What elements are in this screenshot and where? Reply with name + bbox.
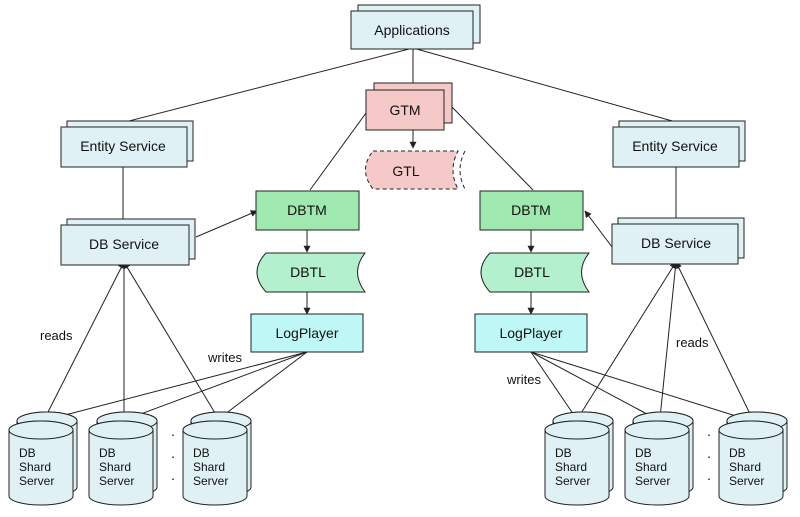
edge-read-left-3 bbox=[123, 261, 219, 419]
db-shard-servers: DBShardServerDBShardServerDBShardServerD… bbox=[8, 411, 788, 506]
dbtm-left-label: DBTM bbox=[287, 202, 327, 218]
db-shard-server-label: Server bbox=[193, 474, 228, 488]
gtl-label: GTL bbox=[392, 163, 419, 179]
logplayer-right-label: LogPlayer bbox=[499, 325, 562, 341]
edge-gtm-dbtm-right bbox=[451, 106, 534, 191]
reads-right-label: reads bbox=[676, 335, 709, 350]
db-shard-server-label: DB bbox=[729, 446, 746, 460]
db-shard-server-label: Shard bbox=[19, 460, 51, 474]
dbtl-right-label: DBTL bbox=[514, 264, 550, 280]
edge-read-left-1 bbox=[44, 261, 125, 419]
edge-read-right-2 bbox=[659, 261, 679, 419]
db-shard-server-label: Server bbox=[729, 474, 764, 488]
ellipsis-dot: · bbox=[171, 426, 176, 442]
ellipsis-dot: · bbox=[707, 448, 712, 464]
edge-apps-entity-right bbox=[412, 47, 677, 123]
db-shard-server-label: Server bbox=[635, 474, 670, 488]
dbtl-left-label: DBTL bbox=[290, 264, 326, 280]
edge-read-right-1 bbox=[577, 261, 677, 419]
db-service-right-node: DB Service bbox=[611, 217, 745, 265]
writes-left-label: writes bbox=[207, 350, 242, 365]
db-shard-server-label: DB bbox=[193, 446, 210, 460]
dbtm-left-node: DBTM bbox=[255, 190, 360, 231]
edge-apps-entity-left bbox=[124, 47, 414, 123]
edge-dbservice-dbtm-right bbox=[584, 210, 613, 248]
connection-lines bbox=[41, 47, 753, 423]
logplayer-left-node: LogPlayer bbox=[250, 313, 364, 353]
db-shard-server-label: Shard bbox=[635, 460, 667, 474]
ellipsis-dot: · bbox=[707, 470, 712, 486]
db-shard-server-label: Shard bbox=[99, 460, 131, 474]
db-shard-server-label: Shard bbox=[193, 460, 225, 474]
edge-gtm-dbtm-left bbox=[309, 112, 367, 191]
logplayer-right-node: LogPlayer bbox=[474, 313, 588, 353]
edge-write-left-3 bbox=[215, 351, 308, 422]
dbtl-left-node: DBTL bbox=[256, 252, 367, 293]
db-shard-server-label: Server bbox=[99, 474, 134, 488]
edge-write-right-2 bbox=[530, 351, 661, 422]
gtl-node: GTL bbox=[365, 150, 466, 190]
dbtm-right-label: DBTM bbox=[511, 202, 551, 218]
dbtm-right-node: DBTM bbox=[479, 190, 584, 231]
edge-read-right-3 bbox=[675, 261, 753, 419]
entity-service-left-label: Entity Service bbox=[80, 138, 166, 154]
ellipsis-dot: · bbox=[707, 426, 712, 442]
db-shard-server-label: Server bbox=[19, 474, 54, 488]
applications-label: Applications bbox=[374, 22, 450, 38]
gtm-label: GTM bbox=[389, 102, 420, 118]
ellipsis-dot: · bbox=[171, 448, 176, 464]
db-shard-server-label: DB bbox=[635, 446, 652, 460]
gtm-node: GTM bbox=[365, 82, 453, 131]
entity-service-right-label: Entity Service bbox=[632, 138, 718, 154]
db-shard-server-label: Shard bbox=[729, 460, 761, 474]
entity-service-left-node: Entity Service bbox=[60, 120, 194, 168]
db-shard-server-label: Shard bbox=[555, 460, 587, 474]
db-shard-server-label: DB bbox=[99, 446, 116, 460]
db-shard-server-label: DB bbox=[19, 446, 36, 460]
applications-node: Applications bbox=[350, 4, 481, 50]
edge-write-right-1 bbox=[530, 351, 579, 422]
writes-right-label: writes bbox=[506, 372, 541, 387]
dbtl-right-node: DBTL bbox=[480, 252, 591, 293]
db-shard-server-label: Server bbox=[555, 474, 590, 488]
edge-write-right-3 bbox=[530, 351, 753, 423]
logplayer-left-label: LogPlayer bbox=[275, 325, 338, 341]
db-service-left-label: DB Service bbox=[89, 236, 159, 252]
edge-dbservice-dbtm-left bbox=[195, 210, 258, 238]
entity-service-right-node: Entity Service bbox=[612, 120, 746, 168]
ellipsis-dot: · bbox=[171, 470, 176, 486]
ellipsis-dots: · · · · · · bbox=[171, 426, 712, 486]
reads-left-label: reads bbox=[40, 328, 73, 343]
db-service-right-label: DB Service bbox=[641, 235, 711, 251]
edge-write-left-1 bbox=[41, 351, 308, 423]
db-shard-server-label: DB bbox=[555, 446, 572, 460]
db-service-left-node: DB Service bbox=[60, 218, 196, 266]
edge-write-left-2 bbox=[121, 351, 308, 423]
